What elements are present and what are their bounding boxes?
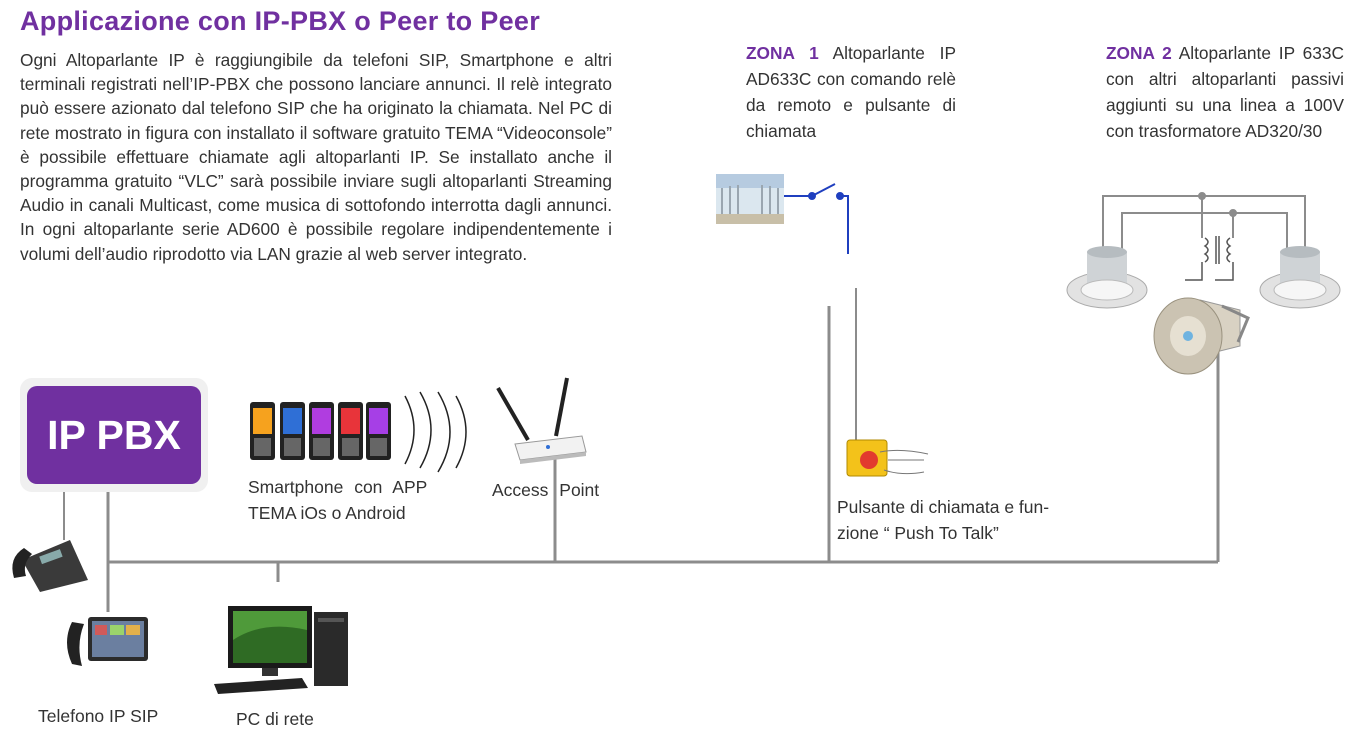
horn-speaker-icon [1153, 297, 1250, 375]
sip-phone-label: Telefono IP SIP [38, 706, 159, 726]
page-title: Applicazione con IP-PBX o Peer to Peer [20, 6, 541, 36]
wifi-waves-icon [404, 391, 467, 473]
zone2-text: Altoparlante IP 633C con altri altoparla… [1106, 43, 1344, 141]
push-button-icon [846, 439, 929, 477]
lan-wiring [63, 288, 1220, 612]
desk-phone-icon [12, 540, 88, 592]
smartphone-label-line1: Smartphone con APP [248, 477, 428, 497]
smartphone-label-line2: TEMA iOs o Android [248, 503, 406, 523]
router-icon [496, 377, 587, 464]
zone2-description: ZONA 2 Altoparlante IP 633C con altri al… [1106, 40, 1344, 144]
push-button-label-line1: Pulsante di chiamata e fun- [837, 497, 1050, 517]
ceiling-speaker-icon [1066, 246, 1148, 309]
zone1-label: ZONA 1 [746, 43, 819, 63]
pc-label: PC di rete [236, 709, 314, 729]
push-button-label: Pulsante di chiamata e fun- zione “ Push… [837, 494, 1077, 546]
gate-icon [716, 174, 784, 224]
zone1-description: ZONA 1 Altoparlante IP AD633C con comand… [746, 40, 956, 144]
speaker-100v-line [1102, 192, 1306, 250]
transformer-icon [1185, 236, 1234, 281]
smartphone-label: Smartphone con APP TEMA iOs o Android [248, 474, 448, 526]
push-button-label-line2: zione “ Push To Talk” [837, 523, 999, 543]
smartphone-icon [250, 402, 391, 460]
access-point-label: Access Point [492, 480, 600, 500]
intro-paragraph: Ogni Altoparlante IP è raggiungibile da … [20, 50, 612, 264]
zone2-label: ZONA 2 [1106, 43, 1172, 63]
ip-pbx-node: IP PBX [27, 386, 201, 484]
relay-switch-icon [784, 183, 849, 254]
video-phone-icon [67, 617, 148, 666]
pc-icon [214, 606, 348, 694]
zone1-text: Altoparlante IP AD633C con comando relè … [746, 43, 956, 141]
ceiling-speaker-icon [1259, 246, 1341, 309]
